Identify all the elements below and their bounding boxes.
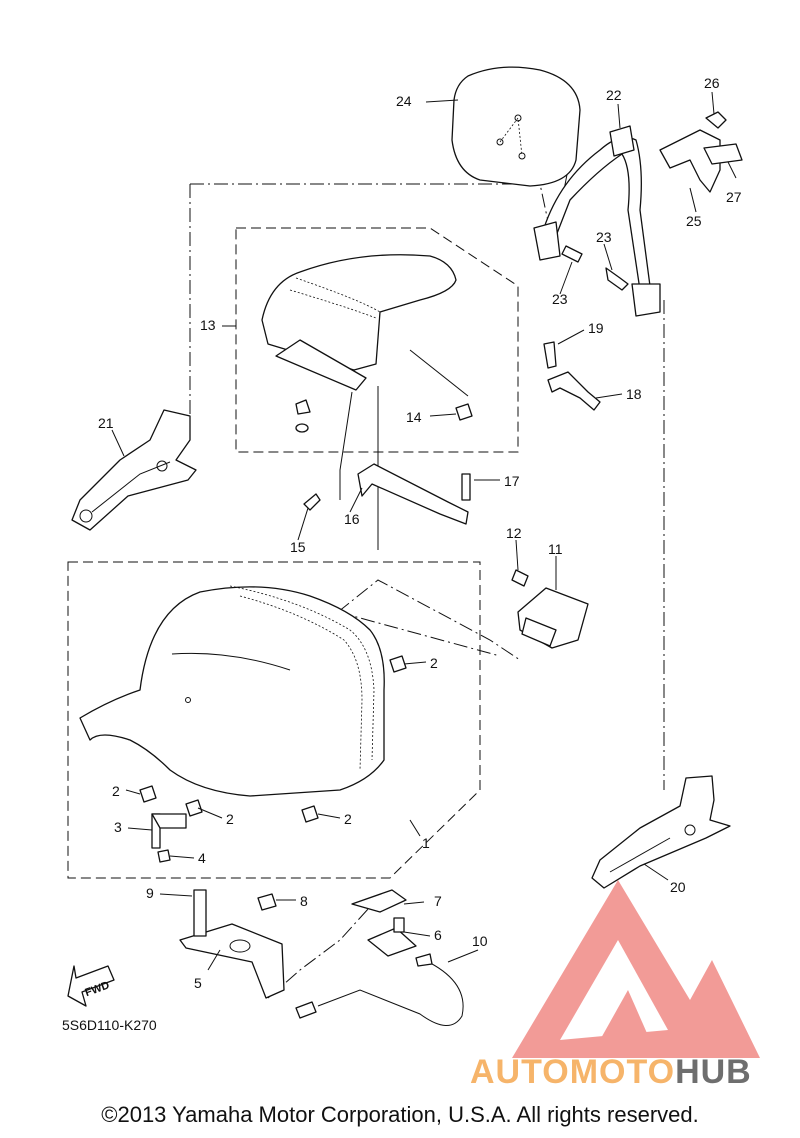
right-grab-handle <box>591 775 731 889</box>
callout-10: 10 <box>472 933 488 949</box>
seat-lock-cable-10 <box>295 953 464 1026</box>
callout-12: 12 <box>506 525 522 541</box>
watermark-text-1: AUTOMOTO <box>470 1053 676 1091</box>
callout-2: 2 <box>226 811 234 827</box>
backrest-bracket <box>659 111 743 193</box>
callout-labels: 1 2 2 2 2 2 3 4 5 6 7 8 9 10 11 12 13 14… <box>62 75 742 1033</box>
callout-22: 22 <box>606 87 622 103</box>
callout-15: 15 <box>290 539 306 555</box>
callout-18: 18 <box>626 386 642 402</box>
callout-20: 20 <box>670 879 686 895</box>
callout-3: 3 <box>114 819 122 835</box>
seat-damper-2 <box>139 655 407 823</box>
callout-2: 2 <box>344 811 352 827</box>
rear-seat <box>261 254 457 433</box>
part-code: 5S6D110-K270 <box>62 1017 157 1033</box>
callout-6: 6 <box>434 927 442 943</box>
seat-group-outline <box>67 561 481 879</box>
callout-25: 25 <box>686 213 702 229</box>
callout-2: 2 <box>112 783 120 799</box>
fwd-arrow-icon: FWD <box>67 965 115 1007</box>
callout-26: 26 <box>704 75 720 91</box>
watermark-wordmark: AUTOMOTOHUB <box>470 1052 795 1092</box>
callout-24: 24 <box>396 93 412 109</box>
callout-5: 5 <box>194 975 202 991</box>
backrest-bar <box>533 125 661 317</box>
main-seat <box>79 585 385 797</box>
seat-lock-6-7 <box>351 889 417 957</box>
callout-2: 2 <box>430 655 438 671</box>
callout-14: 14 <box>406 409 422 425</box>
backrest-pad <box>451 66 581 187</box>
callout-8: 8 <box>300 893 308 909</box>
nut-14 <box>455 403 473 421</box>
watermark-logo-icon <box>512 880 760 1058</box>
callout-11: 11 <box>548 541 563 557</box>
callout-9: 9 <box>146 885 154 901</box>
callout-4: 4 <box>198 850 206 866</box>
callout-7: 7 <box>434 893 442 909</box>
callout-19: 19 <box>588 320 604 336</box>
left-grab-handle <box>71 409 197 531</box>
stay-18 <box>543 341 601 411</box>
callout-27: 27 <box>726 189 742 205</box>
copyright-notice: ©2013 Yamaha Motor Corporation, U.S.A. A… <box>101 1102 699 1127</box>
callout-23: 23 <box>596 229 612 245</box>
watermark-text-2: HUB <box>675 1053 752 1091</box>
seat-bracket-11 <box>511 569 589 649</box>
seat-bracket-3 <box>151 813 187 863</box>
callout-23: 23 <box>552 291 568 307</box>
callout-13: 13 <box>200 317 216 333</box>
callout-17: 17 <box>504 473 520 489</box>
callout-1: 1 <box>422 835 430 851</box>
callout-leaders <box>111 91 737 971</box>
rear-seat-bracket <box>303 463 471 525</box>
bolt-23 <box>561 245 629 291</box>
seat-lock-plate-5 <box>179 889 285 999</box>
rear-seat-group-outline <box>235 227 519 453</box>
callout-16: 16 <box>344 511 360 527</box>
callout-21: 21 <box>98 415 114 431</box>
